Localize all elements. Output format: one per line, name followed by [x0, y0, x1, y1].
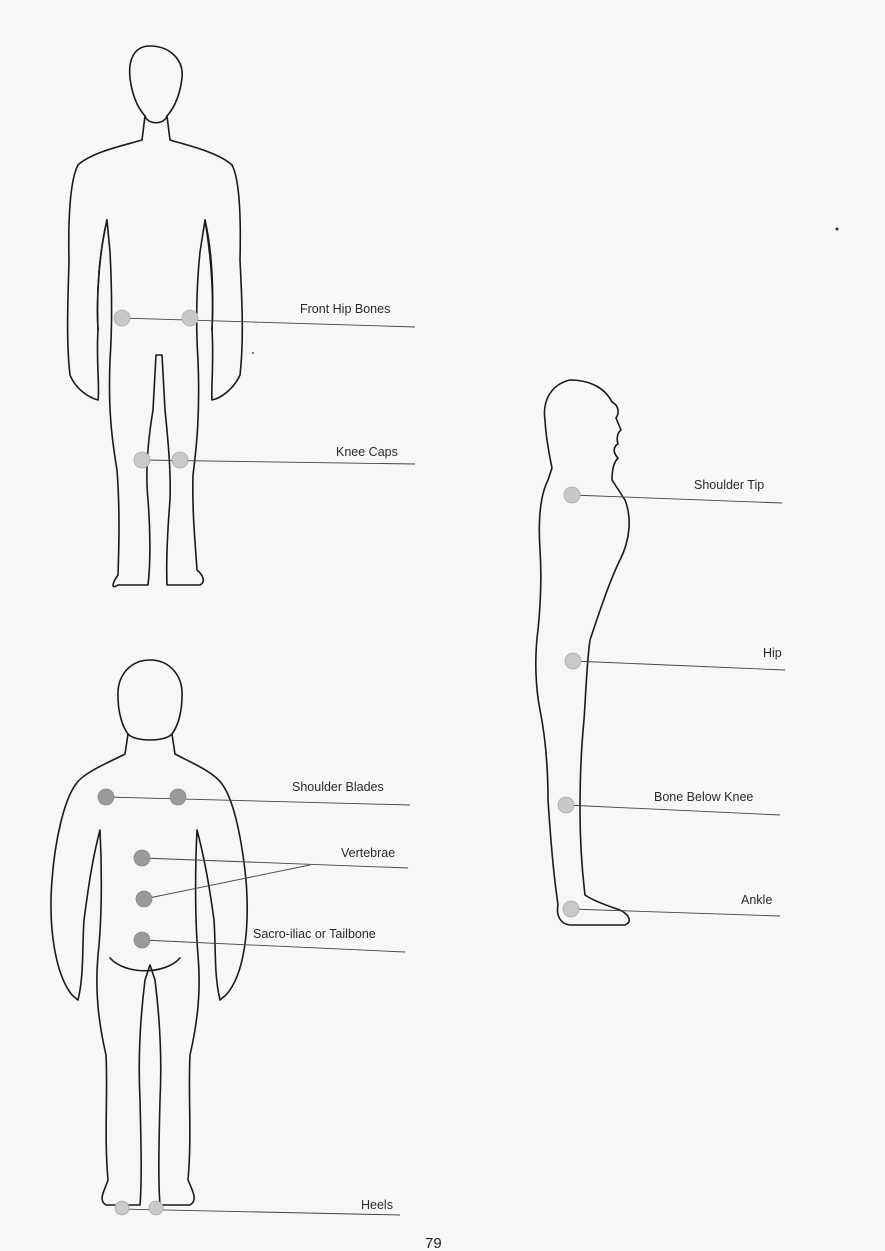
vertebrae-label: Vertebrae: [341, 846, 395, 860]
front-figure-outline: [68, 46, 243, 587]
front-view-figure: [68, 46, 243, 587]
shoulder-blades-callout: Shoulder Blades: [98, 780, 410, 805]
side-figure-outline: [536, 380, 629, 925]
vertebrae-callout: Vertebrae: [134, 846, 408, 907]
heel-left-marker: [115, 1201, 129, 1215]
front-hip-bone-left-marker: [114, 310, 130, 326]
page-number: 79: [425, 1235, 442, 1251]
shoulder-blades-leader: [106, 797, 410, 805]
shoulder-tip-leader: [572, 495, 782, 503]
heels-label: Heels: [361, 1198, 393, 1212]
front-hip-bones-callout: Front Hip Bones: [114, 302, 415, 327]
knee-cap-right-marker: [172, 452, 188, 468]
heels-callout: Heels: [115, 1198, 400, 1215]
shoulder-blade-right-marker: [170, 789, 186, 805]
shoulder-blade-left-marker: [98, 789, 114, 805]
knee-caps-label: Knee Caps: [336, 445, 398, 459]
shoulder-tip-callout: Shoulder Tip: [564, 478, 782, 503]
front-neck-line: [145, 116, 167, 123]
vertebra-upper-marker: [134, 850, 150, 866]
shoulder-blades-label: Shoulder Blades: [292, 780, 384, 794]
speck: [836, 228, 839, 231]
sacro-iliac-marker: [134, 932, 150, 948]
knee-caps-callout: Knee Caps: [134, 445, 415, 468]
shoulder-tip-label: Shoulder Tip: [694, 478, 764, 492]
vertebra-lower-marker: [136, 891, 152, 907]
sacro-iliac-label: Sacro-iliac or Tailbone: [253, 927, 376, 941]
bone-below-knee-leader: [566, 805, 780, 815]
hip-callout: Hip: [565, 646, 785, 670]
back-figure-outline: [51, 660, 247, 1205]
vertebrae-leader-lower: [144, 865, 310, 899]
front-hip-bone-right-marker: [182, 310, 198, 326]
hip-marker: [565, 653, 581, 669]
sacro-iliac-callout: Sacro-iliac or Tailbone: [134, 927, 405, 952]
ankle-label: Ankle: [741, 893, 772, 907]
heel-right-marker: [149, 1201, 163, 1215]
ankle-callout: Ankle: [563, 893, 780, 917]
shoulder-tip-marker: [564, 487, 580, 503]
ankle-leader: [571, 909, 780, 916]
bone-below-knee-label: Bone Below Knee: [654, 790, 753, 804]
front-hip-bones-label: Front Hip Bones: [300, 302, 390, 316]
speck: [252, 352, 254, 354]
hip-leader: [573, 661, 785, 670]
sacro-iliac-leader: [142, 940, 405, 952]
back-view-figure: [51, 660, 247, 1205]
bone-below-knee-callout: Bone Below Knee: [558, 790, 780, 815]
hip-label: Hip: [763, 646, 782, 660]
back-neck-line: [128, 734, 172, 740]
front-hip-bones-leader: [122, 318, 415, 327]
back-buttocks-line: [110, 958, 180, 971]
knee-cap-left-marker: [134, 452, 150, 468]
front-left-arm-line: [97, 220, 107, 330]
side-view-figure: [536, 380, 629, 925]
bone-below-knee-marker: [558, 797, 574, 813]
ankle-marker: [563, 901, 579, 917]
front-right-arm-line: [205, 220, 213, 330]
